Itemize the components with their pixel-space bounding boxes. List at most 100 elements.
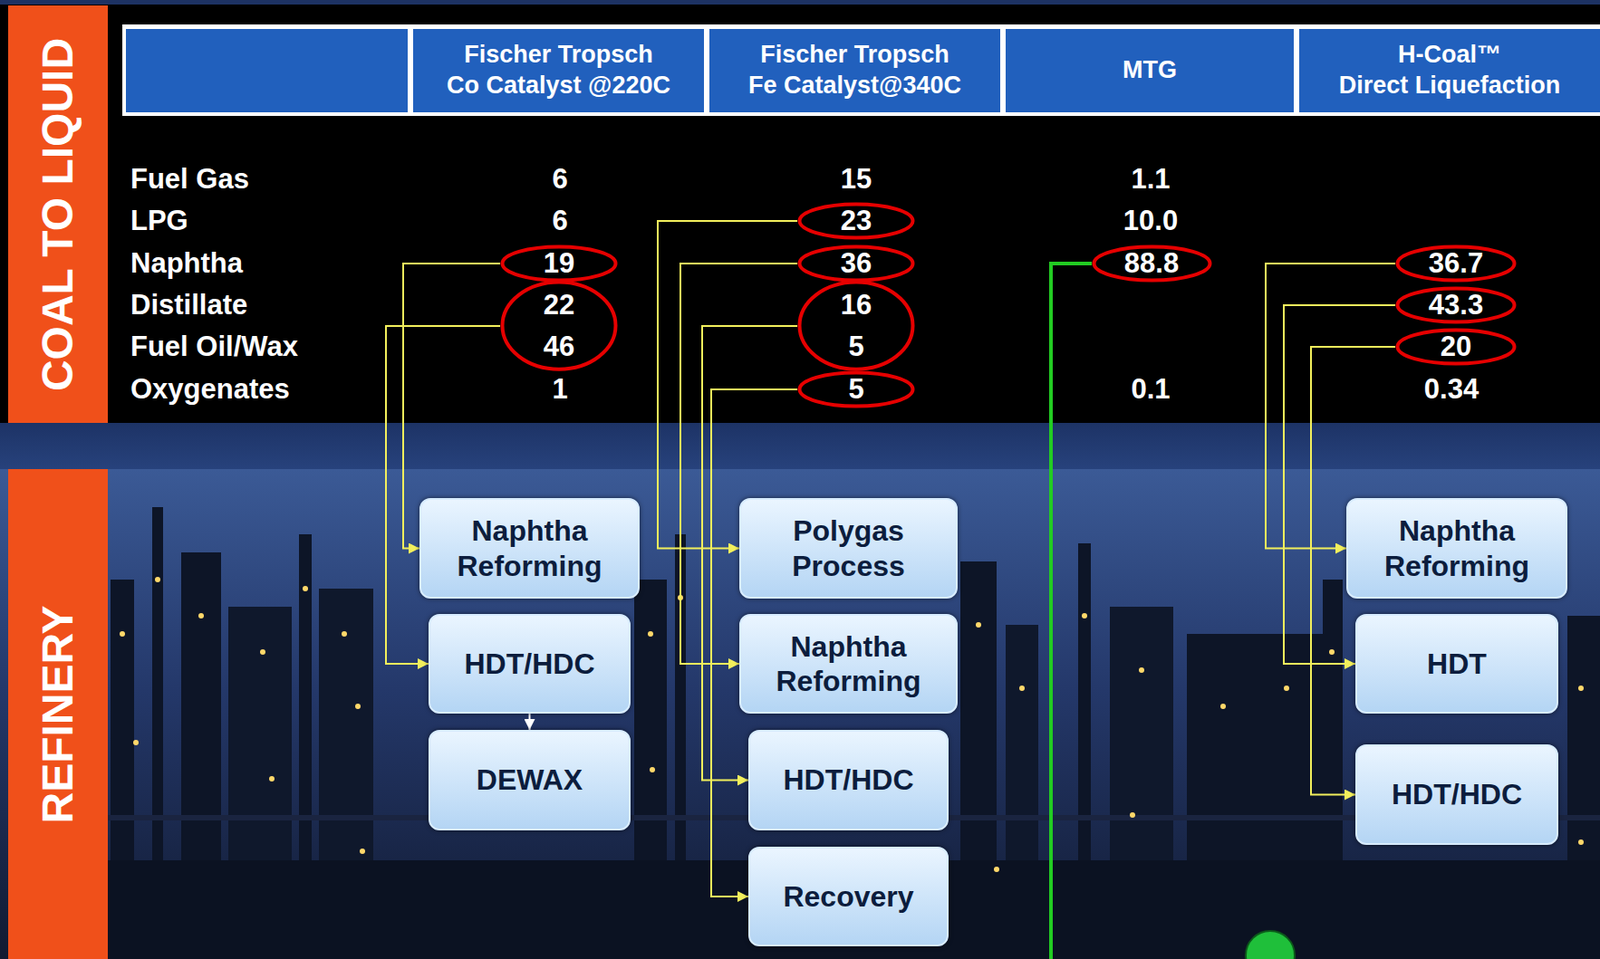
light [993, 867, 1000, 873]
oval-ring [502, 247, 617, 281]
table-cell: 6 [551, 163, 568, 196]
column-header: Fischer Tropsch Co Catalyst @220C [413, 28, 704, 113]
flow-connector [702, 326, 798, 781]
flow-connector [1265, 263, 1396, 550]
node-text: Naphtha Reforming [1348, 513, 1566, 584]
oval-outline [797, 370, 916, 409]
light [1129, 812, 1136, 819]
light [359, 848, 366, 855]
flow-connector [1283, 305, 1396, 665]
table-cell: 1.1 [1130, 163, 1170, 196]
oval-outline [1395, 286, 1517, 325]
light [1220, 703, 1226, 710]
node-text: 88.8 [1124, 247, 1179, 280]
oval-ring [502, 282, 617, 370]
light [260, 649, 266, 656]
table-cell: 0.34 [1424, 373, 1479, 406]
row-label: LPG [130, 204, 189, 238]
highlight-oval: 36.7 [1395, 244, 1517, 283]
column-header: MTG [1005, 28, 1294, 113]
light [133, 740, 139, 746]
light [269, 776, 275, 782]
process-box: DEWAX [428, 730, 631, 831]
column-header: Fischer Tropsch Fe Catalyst@340C [709, 28, 1001, 113]
node-text: COAL TO LIQUID [36, 37, 80, 391]
light [154, 577, 161, 583]
light [1329, 649, 1335, 656]
node-text: 36 [840, 247, 872, 280]
process-box: Naphtha Reforming [739, 614, 958, 714]
light [1138, 667, 1145, 674]
light [1578, 685, 1584, 692]
light [1019, 685, 1025, 692]
section-band: COAL TO LIQUID [8, 5, 108, 424]
node-text: 22 [543, 284, 575, 327]
top-rule [0, 0, 1600, 5]
process-box: Recovery [748, 847, 949, 947]
process-box: HDT/HDC [748, 730, 949, 831]
table-cell: 1 [551, 373, 568, 406]
flow-connector [680, 263, 798, 665]
row-label: Fuel Gas [130, 163, 250, 196]
node-text: Polygas Process [741, 513, 956, 584]
node-text: Fischer Tropsch Co Catalyst @220C [445, 39, 673, 102]
row-label: Oxygenates [130, 373, 290, 406]
flow-connector [385, 326, 501, 665]
oval-ring [1397, 247, 1515, 281]
node-text: MTG [1122, 55, 1177, 87]
highlight-oval: 5 [797, 370, 916, 409]
process-box: HDT/HDC [1355, 744, 1559, 846]
node-text: 19 [543, 247, 575, 280]
oval-outline [500, 279, 618, 372]
oval-ring [800, 373, 914, 407]
node-text: Fischer Tropsch Fe Catalyst@340C [746, 39, 964, 102]
refinery-sky [0, 469, 1600, 959]
highlight-oval: 165 [797, 279, 916, 372]
highlight-oval: 2246 [500, 279, 618, 372]
light [975, 622, 982, 628]
oval-outline [1395, 244, 1517, 283]
oval-outline [1395, 327, 1517, 367]
process-box: Polygas Process [739, 498, 958, 599]
refinery-lights [119, 577, 1584, 873]
node-text: 46 [543, 326, 575, 368]
oval-outline [797, 279, 916, 372]
highlight-oval: 88.8 [1091, 244, 1213, 283]
light [302, 586, 309, 592]
oval-ring [1397, 289, 1515, 323]
section-band: REFINERY [8, 469, 108, 959]
light [341, 631, 347, 637]
node-text: 43.3 [1428, 289, 1484, 322]
node-text: 5 [848, 326, 864, 368]
light [198, 613, 204, 619]
node-text: 20 [1440, 330, 1472, 364]
node-text: 5 [848, 373, 864, 406]
highlight-oval: 43.3 [1395, 286, 1517, 325]
light [1578, 839, 1584, 846]
table-cell: 0.1 [1130, 373, 1170, 406]
process-box: Naphtha Reforming [419, 498, 640, 599]
flow-connector [403, 263, 501, 550]
table-ground [0, 0, 1600, 424]
process-box: HDT [1355, 614, 1559, 714]
row-label: Distillate [130, 289, 248, 322]
light [1081, 613, 1088, 619]
row-label: Fuel Oil/Wax [130, 330, 299, 364]
node-text: REFINERY [36, 605, 80, 824]
flow-connector [657, 221, 798, 550]
oval-ring [800, 282, 914, 370]
node-text: HDT/HDC [783, 762, 915, 798]
oval-ring [1093, 247, 1210, 281]
node-text: 23 [840, 204, 872, 238]
table-cell: 6 [551, 204, 568, 238]
row-label: Naphtha [130, 247, 243, 280]
process-box: HDT/HDC [428, 614, 631, 714]
process-box: Naphtha Reforming [1346, 498, 1568, 599]
node-text: HDT/HDC [1391, 777, 1523, 812]
node-text: HDT/HDC [464, 646, 596, 682]
oval-ring [800, 247, 914, 281]
light [355, 703, 361, 710]
